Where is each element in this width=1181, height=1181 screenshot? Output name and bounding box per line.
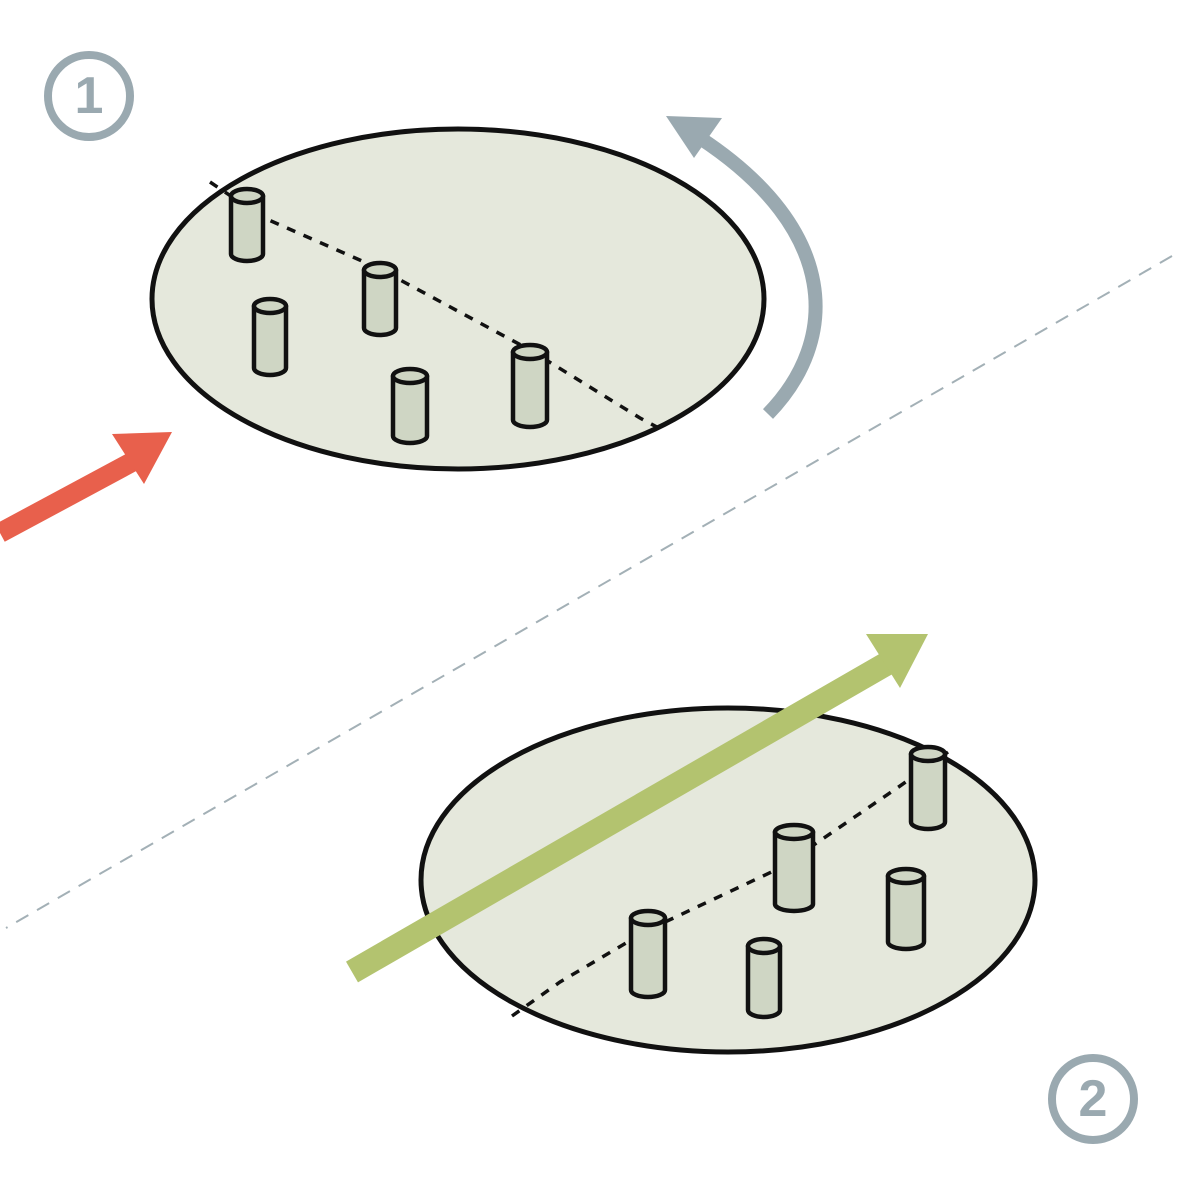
platform-1	[149, 126, 767, 472]
step-1-badge-circle	[44, 51, 134, 141]
platform-1-post	[251, 296, 289, 378]
step-2-number: 2	[1078, 1070, 1108, 1128]
step-1-group	[0, 51, 823, 542]
step-2-group	[346, 634, 1138, 1144]
platform-1-post	[361, 260, 399, 338]
step-1-number: 1	[74, 67, 104, 125]
platform-2-post	[908, 744, 948, 832]
platform-2-post	[772, 822, 816, 914]
platform-2-post	[745, 936, 783, 1020]
alignment-arrow-icon	[346, 634, 928, 983]
platform-2-post	[885, 866, 927, 952]
rotation-arrow-icon	[666, 116, 823, 419]
incoming-arrow-icon	[0, 432, 172, 542]
platform-1-post	[510, 342, 550, 430]
platform-2-post	[628, 908, 668, 1000]
platform-1-post	[390, 366, 430, 446]
platform-2	[418, 705, 1038, 1055]
step-2-badge-circle	[1048, 1054, 1138, 1144]
divider-line	[5, 255, 1173, 929]
platform-1-alignment-line	[209, 180, 667, 434]
platform-1-posts	[228, 186, 550, 446]
platform-1-post	[228, 186, 266, 264]
platform-2-posts	[628, 744, 948, 1020]
